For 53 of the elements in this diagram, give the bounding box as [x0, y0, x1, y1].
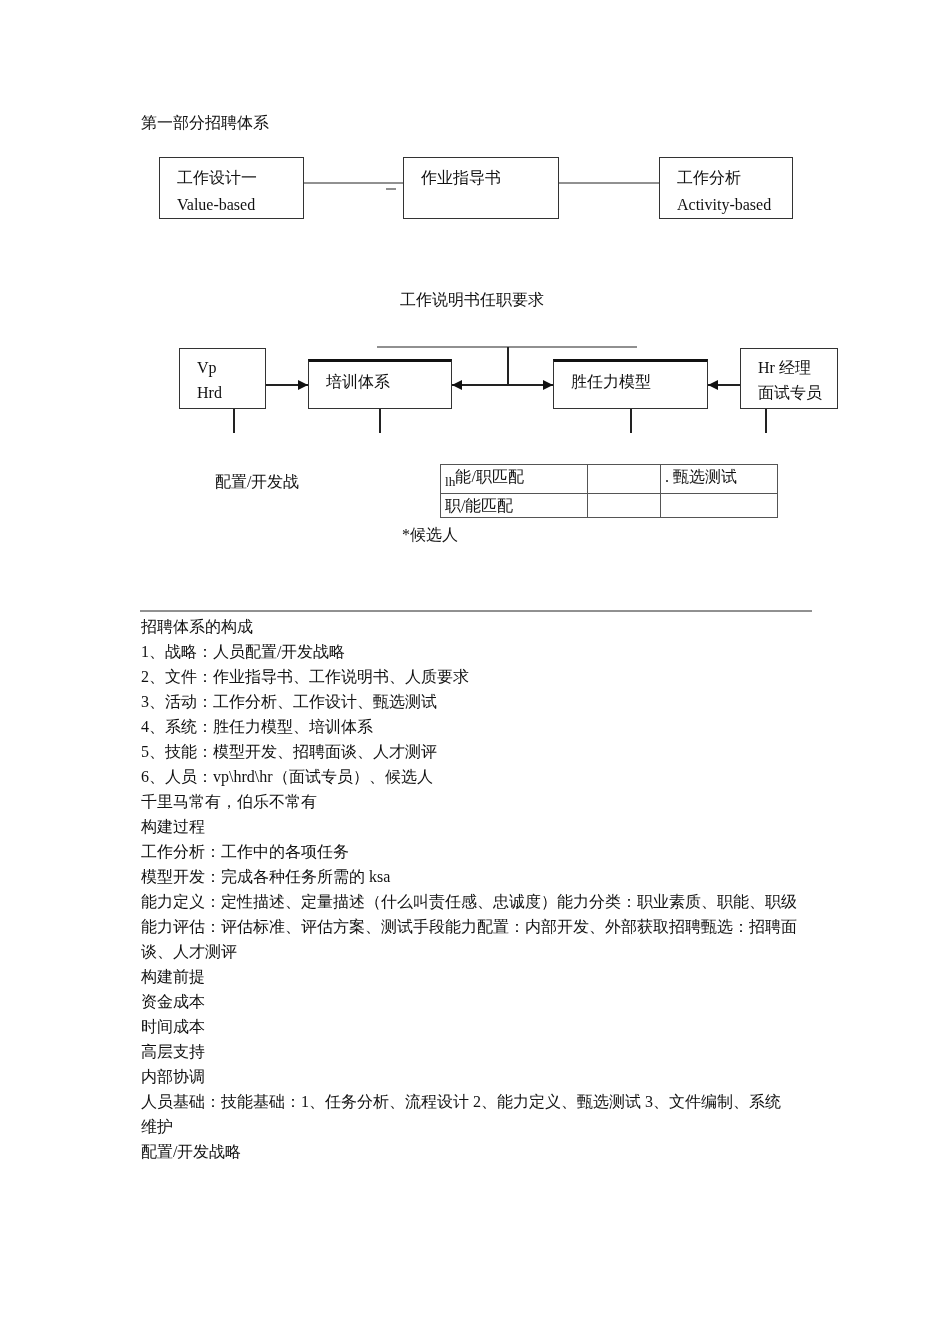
paragraph-text: 6、人员：vp\hrd\hr（面试专员）、候选人 — [141, 767, 434, 788]
table-cell: 职/能匹配 — [440, 493, 588, 518]
connector-line — [765, 408, 767, 434]
node-subtitle: Activity-based — [677, 195, 773, 216]
paragraph-text: 能力评估：评估标准、评估方案、测试手段能力配置：内部开发、外部获取招聘甄选：招聘面谈、人才测评 — [141, 917, 798, 962]
node-title: Hr 经理面试专员 — [758, 358, 823, 403]
paragraph-text: 维护 — [141, 1117, 174, 1137]
process-box — [553, 359, 708, 409]
connector-line — [558, 182, 660, 184]
node-title: 作业指导书 — [421, 168, 502, 188]
connector-line — [379, 408, 381, 434]
arrow — [507, 346, 554, 390]
paragraph-text: 内部协调 — [141, 1067, 206, 1087]
node-title: 工作分析 — [677, 168, 742, 188]
node-title: 培训体系 — [326, 372, 391, 392]
side-note: 配置/开发战 — [215, 472, 300, 492]
node-title: 工作设计一 — [177, 168, 258, 188]
connector-line — [303, 182, 404, 184]
paragraph-text: 能力定义：定性描述、定量描述（什么叫责任感、忠诚度）能力分类：职业素质、职能、职级 — [141, 892, 798, 912]
paragraph-text: 2、文件：作业指导书、工作说明书、人质要求 — [141, 667, 470, 687]
paragraph-text: 时间成本 — [141, 1017, 206, 1037]
process-box — [403, 157, 559, 219]
node-subtitle: Value-based — [177, 195, 257, 215]
paragraph-text: 1、战略：人员配置/开发战略 — [141, 642, 347, 662]
arrow — [707, 380, 741, 390]
table-cell: $_{lh}$能/职匹配 — [440, 464, 588, 494]
process-box — [740, 348, 838, 409]
paragraph-text: 千里马常有，伯乐不常有 — [141, 792, 318, 812]
node-title: Vp Hrd — [197, 358, 223, 403]
paragraph-text: 模型开发：完成各种任务所需的 ksa — [141, 867, 392, 887]
paragraph-text: 3、活动：工作分析、工作设计、甄选测试 — [141, 692, 438, 712]
process-box — [179, 348, 266, 409]
arrow — [265, 380, 309, 390]
paragraph-text: 资金成本 — [141, 992, 206, 1012]
paragraph-text: 工作分析：工作中的各项任务 — [141, 842, 350, 862]
paragraph-text: 4、系统：胜任力模型、培训体系 — [141, 717, 374, 737]
paragraph-text: 招聘体系的构成 — [141, 617, 254, 637]
paragraph-text: 构建过程 — [141, 817, 206, 837]
paragraph-text: 构建前提 — [141, 967, 206, 987]
node-title: 胜任力模型 — [571, 372, 652, 392]
table-cell: . 甄选测试 — [660, 464, 778, 494]
paragraph-text: 配置/开发战略 — [141, 1142, 243, 1162]
paragraph-text: 5、技能：模型开发、招聘面谈、人才测评 — [141, 742, 438, 762]
process-box — [659, 157, 793, 219]
paragraph-text: 高层支持 — [141, 1042, 206, 1062]
connector-line — [630, 408, 632, 434]
candidate-note: *候选人 — [402, 525, 458, 545]
caption-text: 工作说明书任职要求 — [400, 290, 544, 310]
process-box — [308, 359, 452, 409]
paragraph-text: 人员基础：技能基础：1、任务分析、流程设计 2、能力定义、甄选测试 3、文件编制、系统 — [141, 1092, 782, 1112]
connector-line — [233, 408, 235, 434]
process-box — [159, 157, 304, 219]
page-title: 第一部分招聘体系 — [141, 113, 269, 133]
